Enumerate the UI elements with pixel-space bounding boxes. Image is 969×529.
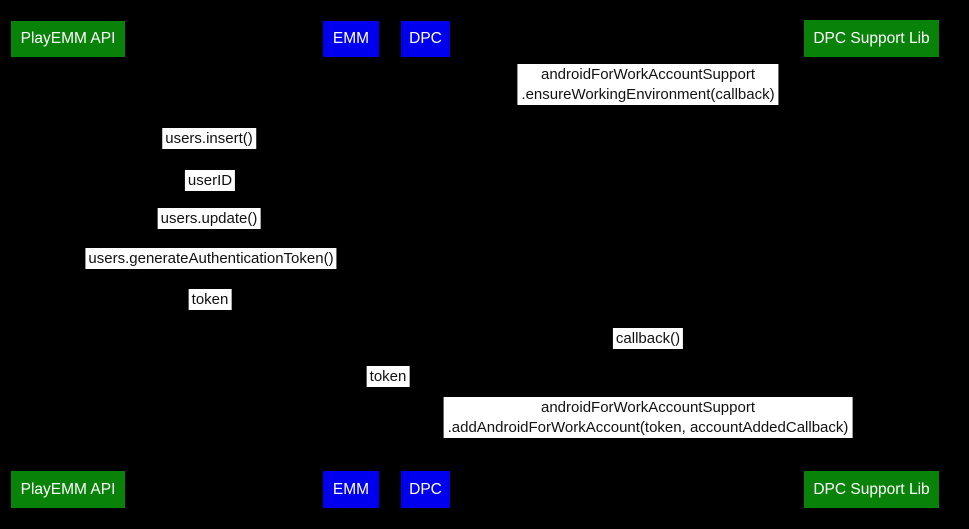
participant-emm-bottom: EMM — [323, 471, 379, 508]
participant-emm-top: EMM — [323, 21, 379, 57]
message-ensure-working-environment: androidForWorkAccountSupport .ensureWork… — [517, 64, 779, 105]
participant-playemm-api-bottom: PlayEMM API — [11, 471, 125, 508]
message-line: .ensureWorkingEnvironment(callback) — [521, 85, 775, 103]
participant-dpc-support-lib-bottom: DPC Support Lib — [804, 471, 939, 508]
participant-dpc-top: DPC — [401, 21, 450, 57]
message-token-response: token — [188, 289, 232, 310]
message-line: androidForWorkAccountSupport — [540, 66, 755, 83]
message-users-insert: users.insert() — [162, 128, 256, 149]
message-generate-authentication-token: users.generateAuthenticationToken() — [85, 248, 337, 269]
message-users-update: users.update() — [157, 208, 261, 229]
message-token-forward: token — [366, 366, 410, 387]
message-add-android-for-work-account: androidForWorkAccountSupport .addAndroid… — [443, 397, 853, 438]
participant-dpc-bottom: DPC — [401, 471, 450, 508]
message-line: androidForWorkAccountSupport — [541, 399, 755, 416]
message-line: .addAndroidForWorkAccount(token, account… — [447, 418, 849, 436]
participant-dpc-support-lib-top: DPC Support Lib — [804, 20, 939, 57]
message-user-id: userID — [184, 170, 236, 191]
participant-playemm-api-top: PlayEMM API — [11, 21, 125, 57]
message-callback: callback() — [612, 328, 684, 349]
